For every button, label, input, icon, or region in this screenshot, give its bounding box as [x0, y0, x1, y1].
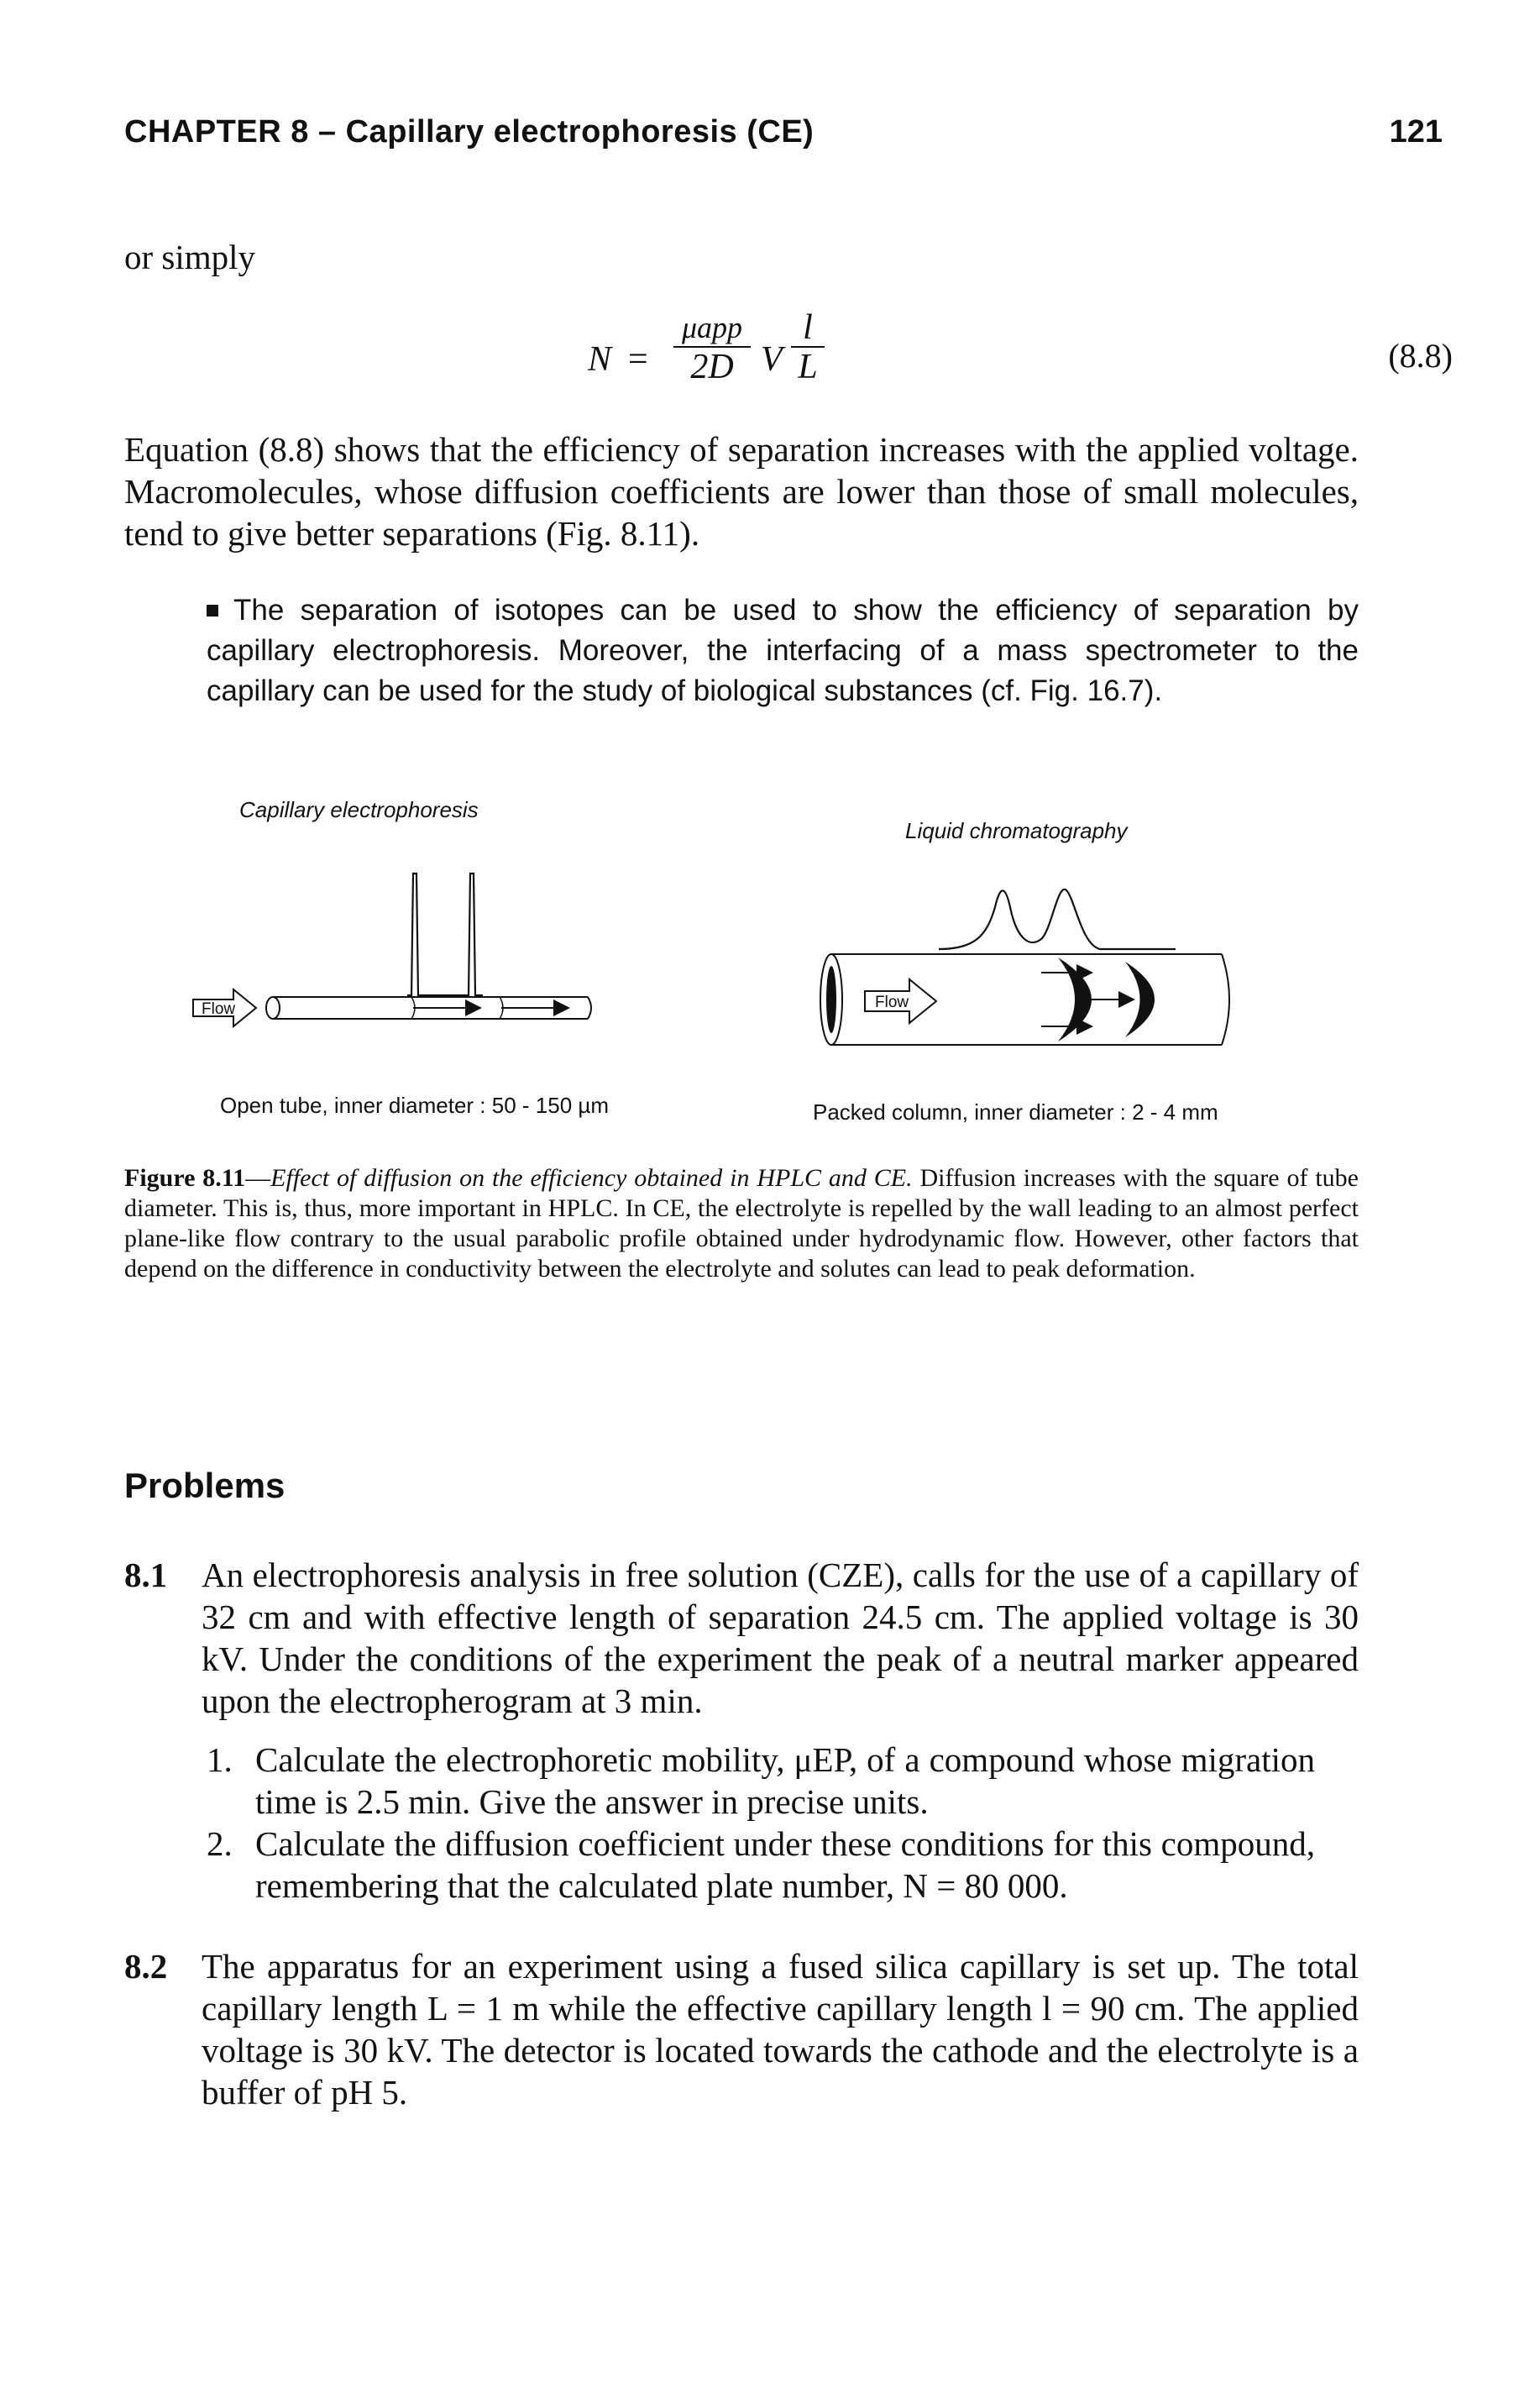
note-block: The separation of isotopes can be used t… [207, 590, 1359, 711]
lc-peaks [938, 888, 1176, 951]
problem-text: An electrophoresis analysis in free solu… [202, 1556, 1359, 1720]
problem-text: The apparatus for an experiment using a … [202, 1947, 1359, 2112]
figure-caption: Figure 8.11—Effect of diffusion on the e… [124, 1163, 1359, 1284]
ce-flow-arrow: Flow [192, 987, 258, 1029]
caption-title: Effect of diffusion on the efficiency ob… [270, 1164, 913, 1192]
packed-column [820, 953, 1230, 1046]
sub-question-number: 1. [207, 1740, 233, 1779]
right-flow-label: Flow [875, 994, 909, 1011]
problem-number: 8.2 [124, 1947, 168, 1986]
page-number: 121 [1389, 114, 1443, 150]
open-tube [265, 996, 592, 1020]
right-panel-caption: Packed column, inner diameter : 2 - 4 mm [813, 1099, 1218, 1125]
note-text: The separation of isotopes can be used t… [207, 594, 1359, 707]
problem-8-1: 8.1 An electrophoresis analysis in free … [124, 1554, 1359, 1907]
intro-text: or simply [124, 238, 256, 276]
fraction-bar [791, 346, 825, 348]
equation-two-d: 2D [690, 348, 734, 386]
equation-fraction-mobility: μapp 2D [673, 309, 751, 386]
caption-label: Figure 8.11 [124, 1164, 246, 1192]
left-flow-label: Flow [202, 1000, 235, 1018]
left-panel-caption: Open tube, inner diameter : 50 - 150 µm [220, 1093, 609, 1118]
equation-mu-app: μapp [681, 311, 743, 344]
bullet-icon [207, 605, 218, 616]
ce-peaks [407, 872, 483, 997]
running-header: CHAPTER 8 – Capillary electrophoresis (C… [124, 114, 1443, 165]
problem-number: 8.1 [124, 1556, 168, 1594]
right-panel-title: Liquid chromatography [905, 818, 1129, 843]
lc-flow-arrow: Flow [864, 977, 938, 1026]
sub-question-number: 2. [207, 1824, 233, 1863]
equation-lhs: N [588, 340, 612, 379]
equation-equals: = [628, 340, 648, 379]
left-panel-title: Capillary electrophoresis [239, 797, 479, 822]
figure-8-11: Capillary electrophoresis Flow Open tube… [192, 797, 1230, 1125]
equation-voltage: V [761, 340, 783, 379]
problems-heading: Problems [124, 1466, 285, 1505]
equation-L: L [798, 348, 818, 386]
caption-body: Diffusion increases with the square of t… [124, 1164, 1359, 1283]
sub-question-text: Calculate the diffusion coefficient unde… [255, 1824, 1315, 1905]
paragraph-1: Equation (8.8) shows that the efficiency… [124, 430, 1359, 553]
chapter-title: CHAPTER 8 – Capillary electrophoresis (C… [124, 114, 815, 150]
fraction-bar [673, 346, 751, 348]
equation-l: l [803, 308, 813, 347]
equation-8-8: N = μapp 2D V l L (8.8) [588, 302, 1453, 403]
sub-question-text: Calculate the electrophoretic mobility, … [255, 1740, 1315, 1821]
equation-fraction-length: l L [791, 309, 825, 386]
caption-dash: — [245, 1164, 271, 1192]
problem-8-2: 8.2 The apparatus for an experiment usin… [124, 1945, 1359, 2122]
equation-number: (8.8) [1388, 337, 1453, 375]
